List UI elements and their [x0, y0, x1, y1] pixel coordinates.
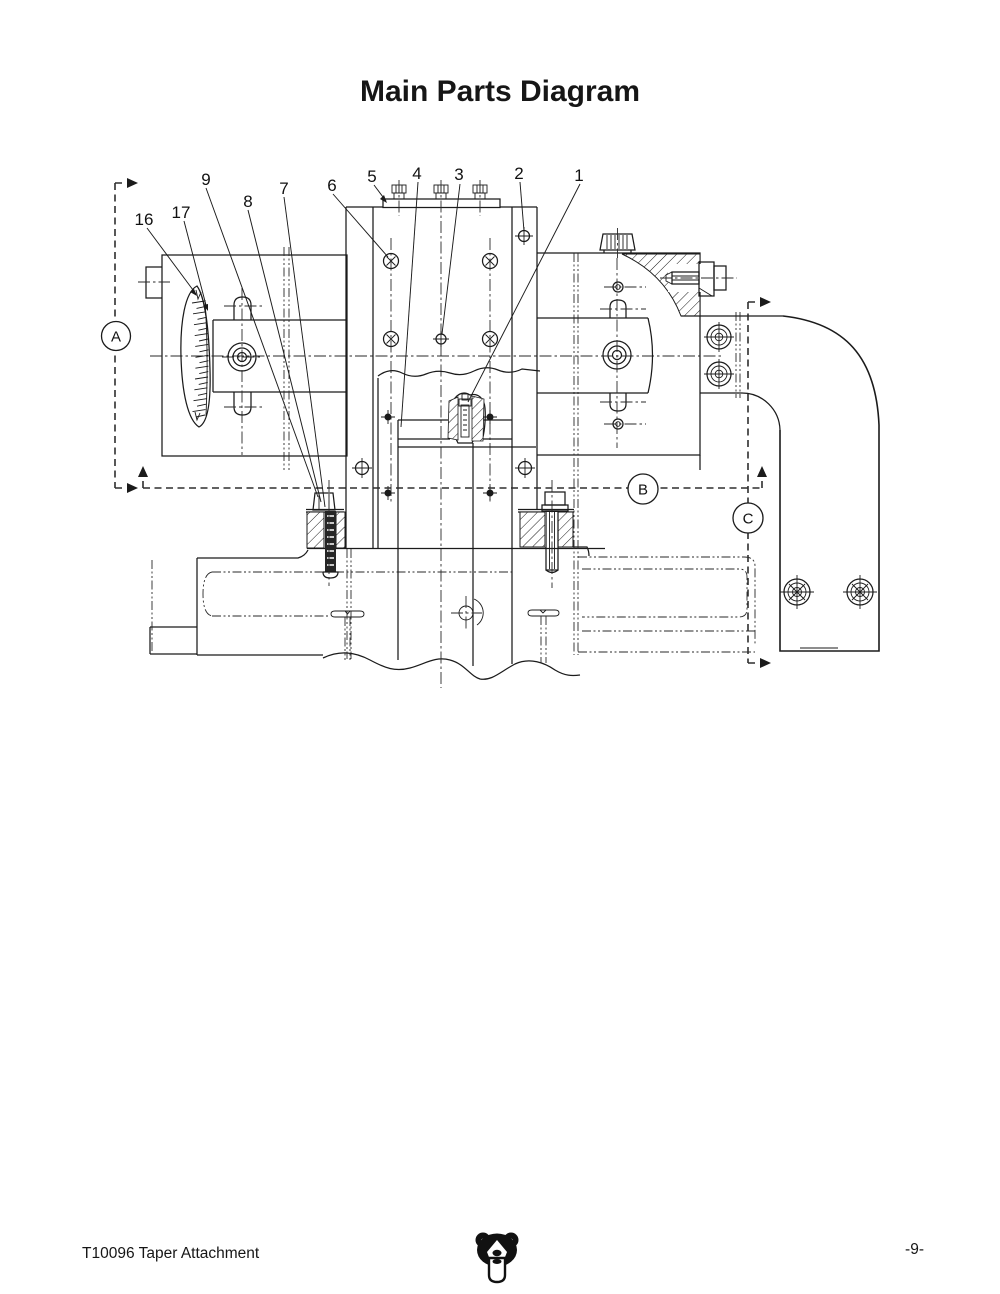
- footer: T10096 Taper Attachment -9-: [82, 1232, 924, 1284]
- callout-2: 2: [514, 164, 523, 183]
- left-clamp-bolt: [306, 480, 346, 586]
- callouts: 1 2 3 4 5 6 7 8 9 16 17: [135, 164, 584, 508]
- callout-17: 17: [172, 203, 191, 222]
- footer-model-text: T10096 Taper Attachment: [82, 1245, 260, 1262]
- section-a-label: A: [111, 329, 121, 346]
- callout-5: 5: [367, 167, 376, 186]
- bracket-bolt: [843, 575, 877, 609]
- adjuster-stud: [447, 393, 485, 444]
- page-number: -9-: [905, 1241, 924, 1258]
- section-c-marker: [732, 502, 764, 534]
- callout-16: 16: [135, 210, 154, 229]
- callout-3: 3: [454, 165, 463, 184]
- section-c-label: C: [743, 511, 754, 528]
- grizzly-bear-logo-icon: [475, 1232, 519, 1284]
- cross-screws: [382, 252, 499, 348]
- knurled-knob: [599, 228, 636, 258]
- section-a-marker: [100, 320, 132, 352]
- page-title: Main Parts Diagram: [360, 75, 640, 108]
- callout-9: 9: [201, 170, 210, 189]
- callout-8: 8: [243, 192, 252, 211]
- bracket-bolt: [780, 575, 814, 609]
- mount-bracket: [681, 312, 880, 652]
- side-bolt: [660, 261, 737, 297]
- section-b-marker: [627, 473, 659, 505]
- right-block: [537, 228, 737, 655]
- central-column: [345, 180, 541, 688]
- left-block: [138, 247, 723, 470]
- callout-4: 4: [412, 164, 421, 183]
- top-bolts: [391, 180, 488, 216]
- callout-6: 6: [327, 176, 336, 195]
- section-b-label: B: [638, 482, 648, 499]
- vernier-scale: [180, 285, 211, 428]
- callout-7: 7: [279, 179, 288, 198]
- bottom-beam: [149, 546, 756, 680]
- callout-1: 1: [574, 166, 583, 185]
- vernier-ticks: [191, 300, 209, 418]
- right-clamp-bolt: [518, 480, 574, 588]
- section-lines: A B C: [100, 178, 771, 668]
